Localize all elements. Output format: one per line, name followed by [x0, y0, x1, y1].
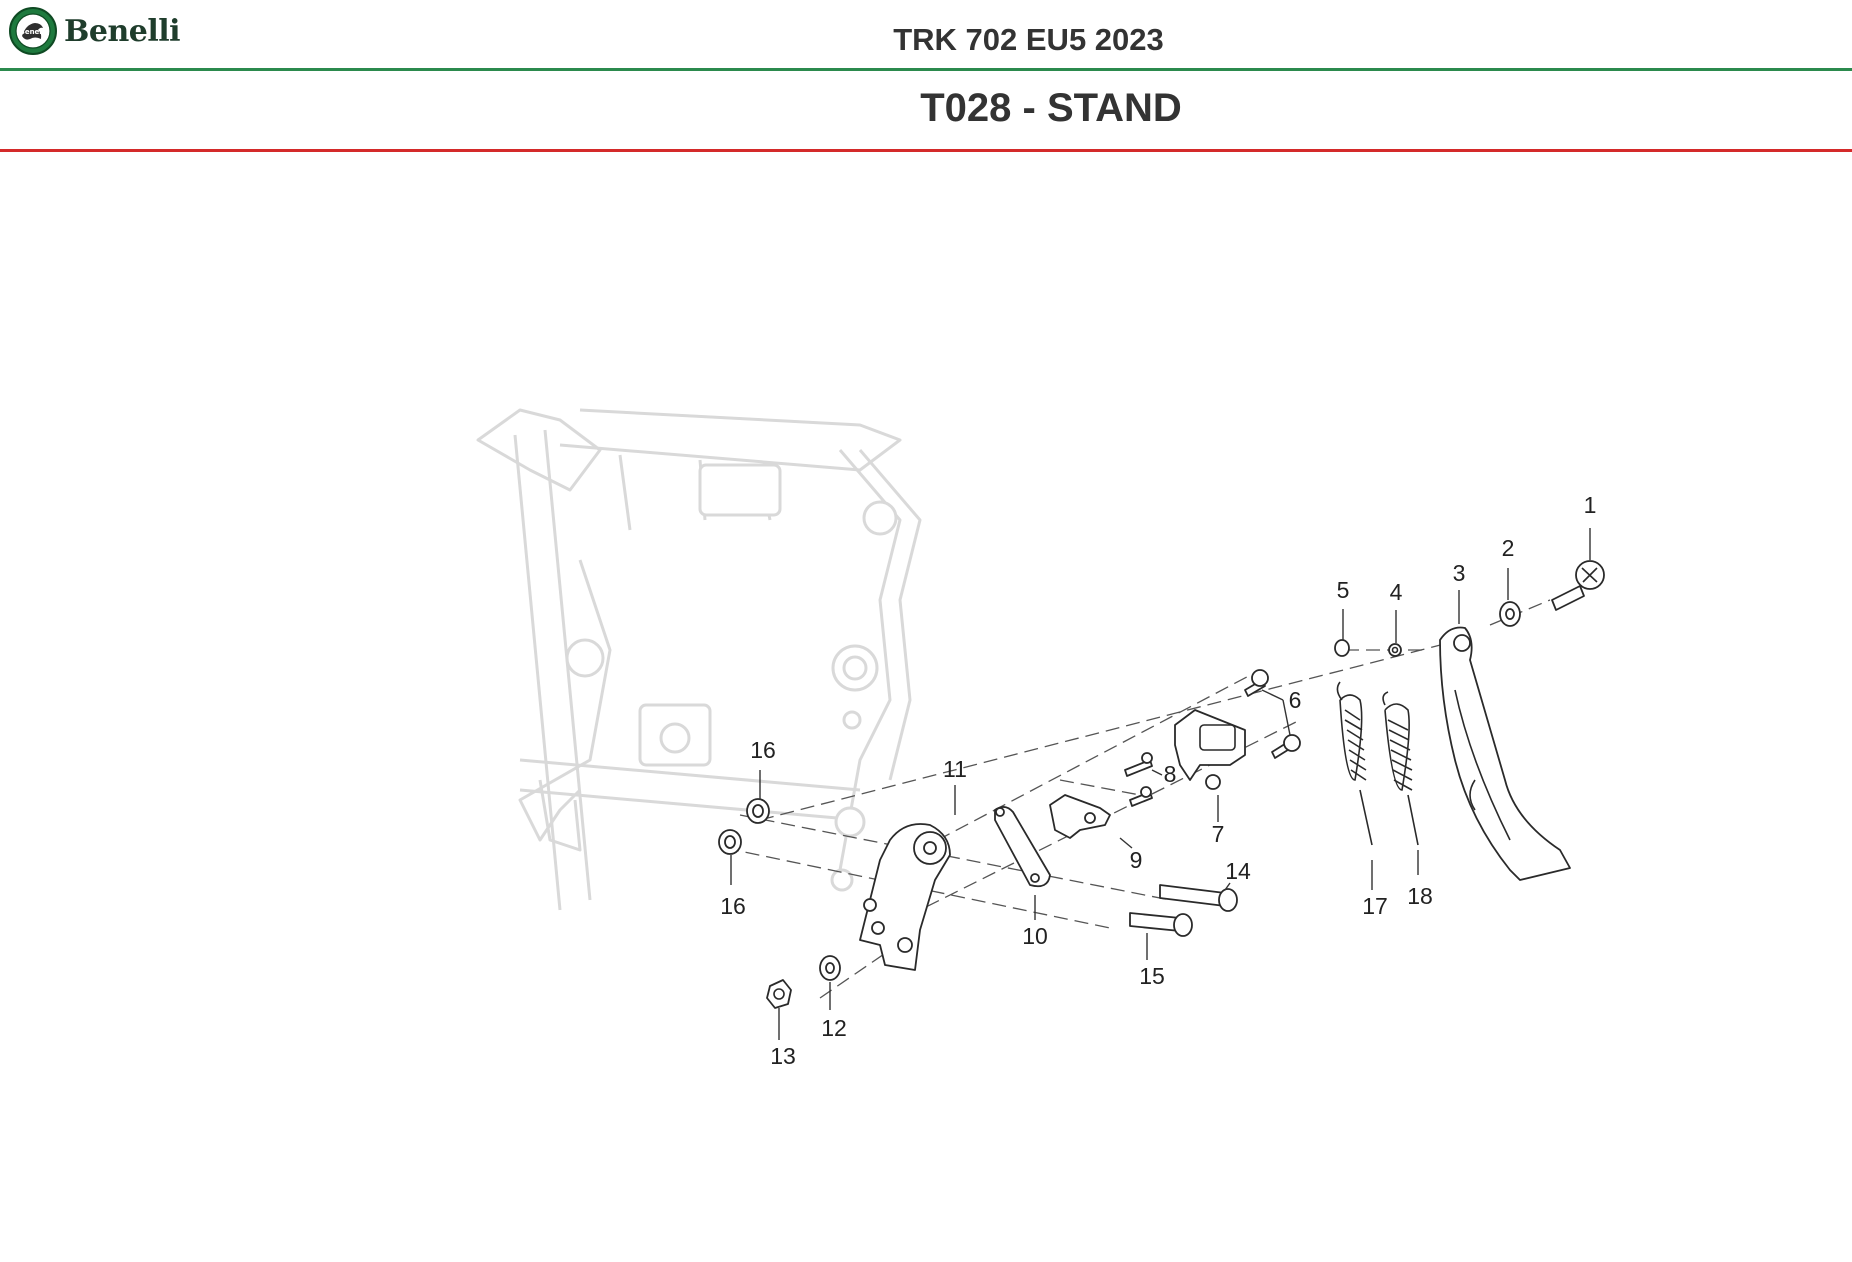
- part-9-side-stand-switch: [1049, 794, 1111, 839]
- callout-4: 4: [1390, 579, 1403, 605]
- part-14-bolt: [1159, 884, 1238, 912]
- callout-5: 5: [1337, 577, 1350, 603]
- callout-13: 13: [770, 1043, 796, 1069]
- benelli-logo: Benelli Benelli: [8, 6, 181, 56]
- callout-2: 2: [1502, 535, 1515, 561]
- leader-lines: [730, 528, 1591, 1040]
- svg-text:Benelli: Benelli: [19, 28, 46, 36]
- part-2-washer: [1499, 601, 1521, 627]
- part-1-pivot-bolt: [1551, 560, 1605, 611]
- part-11-stand-bracket: [859, 823, 951, 971]
- part-3-side-stand: [1439, 626, 1571, 881]
- part-5-pin: [1334, 639, 1350, 657]
- part-7-sensor-bracket: [1174, 709, 1246, 790]
- callout-17: 17: [1362, 893, 1388, 919]
- header-rule: [0, 68, 1852, 71]
- frame-ghost: [476, 408, 922, 911]
- callout-15: 15: [1139, 963, 1165, 989]
- callout-11: 11: [943, 756, 967, 782]
- callout-12: 12: [821, 1015, 847, 1041]
- callout-3: 3: [1453, 560, 1466, 586]
- callout-6: 6: [1289, 687, 1302, 713]
- title-rule: [0, 149, 1852, 152]
- part-18-spring: [1382, 691, 1419, 846]
- callout-9: 9: [1130, 847, 1143, 873]
- part-13-nut: [766, 979, 792, 1009]
- callout-8: 8: [1164, 761, 1177, 787]
- callout-labels: 1 2 3 4 5 6 7 8 9 10 11 12 13 14 15 16 1…: [720, 492, 1596, 1069]
- part-17-spring: [1336, 681, 1373, 846]
- brand-name: Benelli: [64, 13, 181, 49]
- page-header: Benelli Benelli TRK 702 EU5 2023: [0, 0, 1852, 70]
- callout-10: 10: [1022, 923, 1048, 949]
- model-name: TRK 702 EU5 2023: [893, 22, 1164, 57]
- lion-emblem-icon: Benelli: [9, 7, 57, 55]
- callout-18: 18: [1407, 883, 1433, 909]
- part-16-bushings: [718, 798, 770, 855]
- part-12-washer: [819, 955, 841, 981]
- part-10-gasket-plate: [994, 806, 1051, 888]
- section-title: T028 - STAND: [920, 86, 1182, 130]
- part-15-bolt: [1129, 912, 1193, 937]
- callout-14: 14: [1225, 858, 1251, 884]
- callout-16-top: 16: [750, 737, 776, 763]
- callout-7: 7: [1212, 821, 1225, 847]
- part-8-small-screws: [1124, 752, 1153, 807]
- callout-16-bottom: 16: [720, 893, 746, 919]
- callout-1: 1: [1584, 492, 1597, 518]
- part-6-screws: [1244, 669, 1301, 759]
- part-4-nut: [1388, 643, 1402, 657]
